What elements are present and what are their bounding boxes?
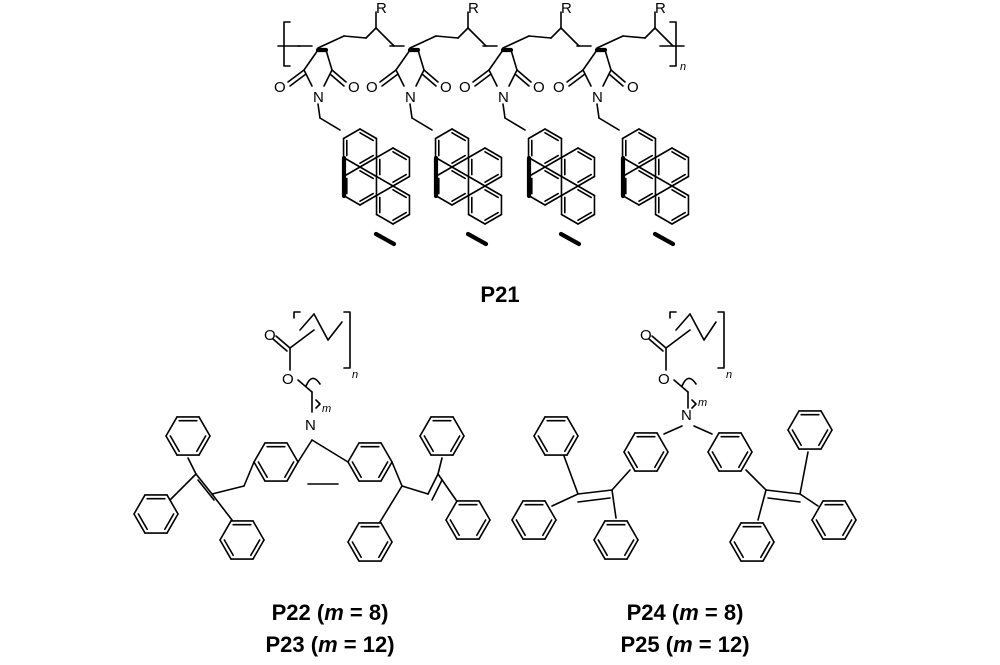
p21-r-group: R <box>655 0 666 17</box>
phenyl-ring <box>347 522 393 562</box>
p21-left-bracket <box>283 21 291 67</box>
carb-label-line2: P23 (m = 12) <box>265 632 394 657</box>
pyrene-ring <box>467 147 503 187</box>
p21-repeat-unit: R O O N <box>553 0 690 247</box>
pyrene-ring <box>342 166 378 206</box>
tpa-ester-oxygen: O <box>658 371 670 388</box>
pyrene-ring <box>527 166 563 206</box>
carbazole-polymer-structure: n O O m N P22 (m = 8) P23 (m = 12) <box>133 311 491 657</box>
tpa-label-line2: P25 (m = 12) <box>620 632 749 657</box>
p21-r-group: R <box>561 0 572 17</box>
phenyl-ring <box>729 522 775 562</box>
p21-r-group: R <box>376 0 387 17</box>
phenylene-ring-left <box>623 432 669 472</box>
tpa-spacer-index: m <box>698 397 707 409</box>
pyrene-ring <box>434 128 470 168</box>
p21-repeat-index: n <box>680 61 686 73</box>
tpa-label-line1: P24 (m = 8) <box>627 600 744 625</box>
carbazole-ring-left <box>253 442 299 482</box>
carb-repeat-index: n <box>352 369 358 381</box>
pyrene-ring <box>527 128 563 168</box>
p21-carbonyl-oxygen: O <box>348 79 360 96</box>
phenyl-ring <box>533 416 579 456</box>
phenyl-ring <box>593 520 639 560</box>
pyrene-ring <box>621 128 657 168</box>
phenyl-ring <box>787 410 833 450</box>
p21-carbonyl-oxygen: O <box>533 79 545 96</box>
p21-carbonyl-oxygen: O <box>440 79 452 96</box>
carb-label-line1: P22 (m = 8) <box>272 600 389 625</box>
phenyl-ring <box>445 500 491 540</box>
pyrene-ring <box>434 166 470 206</box>
triphenylamine-polymer-structure: n O O m N P24 (m = 8) P25 (m = 12) <box>511 311 857 657</box>
carb-nitrogen: N <box>305 417 316 434</box>
tpa-carbonyl-oxygen: O <box>640 327 652 344</box>
pyrene-ring <box>654 185 690 225</box>
phenyl-ring <box>811 500 857 540</box>
tpa-repeat-index: n <box>726 369 732 381</box>
p21-carbonyl-oxygen: O <box>459 79 471 96</box>
phenyl-ring <box>219 520 265 560</box>
pyrene-ring <box>560 185 596 225</box>
p21-carbonyl-oxygen: O <box>553 79 565 96</box>
p21-carbonyl-oxygen: O <box>274 79 286 96</box>
p21-right-bracket <box>669 21 677 67</box>
phenyl-ring <box>165 416 211 456</box>
phenylene-ring-right <box>707 432 753 472</box>
p21-imide-nitrogen: N <box>405 89 416 106</box>
phenyl-ring <box>133 494 179 534</box>
carb-right-bracket <box>343 311 351 369</box>
pyrene-ring <box>467 185 503 225</box>
phenyl-ring <box>511 500 557 540</box>
pyrene-ring <box>560 147 596 187</box>
p21-imide-nitrogen: N <box>498 89 509 106</box>
carbazole-ring-right <box>347 442 393 482</box>
tpa-nitrogen: N <box>681 407 692 424</box>
pyrene-ring <box>375 185 411 225</box>
p21-r-group: R <box>468 0 479 17</box>
p21-imide-nitrogen: N <box>592 89 603 106</box>
p21-carbonyl-oxygen: O <box>627 79 639 96</box>
pyrene-ring <box>375 147 411 187</box>
pyrene-ring <box>621 166 657 206</box>
pyrene-ring <box>342 128 378 168</box>
phenyl-ring <box>419 416 465 456</box>
pyrene-ring <box>654 147 690 187</box>
tpa-right-bracket <box>717 311 725 369</box>
carb-ester-oxygen: O <box>282 371 294 388</box>
p21-carbonyl-oxygen: O <box>366 79 378 96</box>
carb-spacer-index: m <box>322 403 331 415</box>
p21-imide-nitrogen: N <box>313 89 324 106</box>
carb-carbonyl-oxygen: O <box>264 327 276 344</box>
p21-label: P21 <box>480 282 519 307</box>
